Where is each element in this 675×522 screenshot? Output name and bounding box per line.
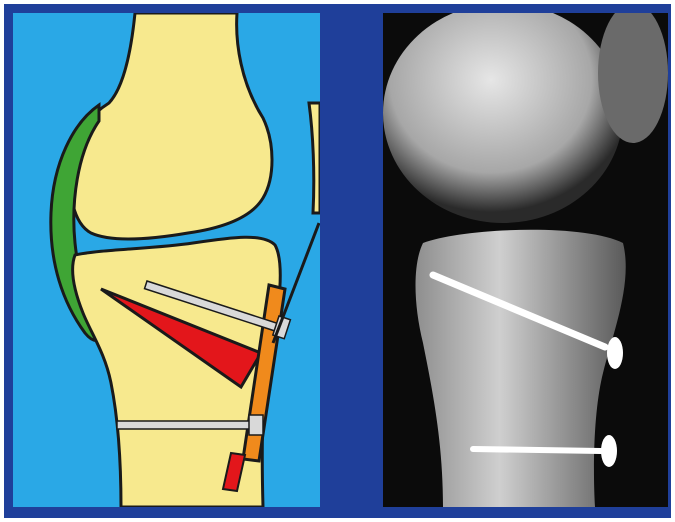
fibula-head (309, 103, 320, 213)
knee-xray-image (383, 13, 668, 507)
femur-bone (70, 13, 272, 239)
xray-femur (383, 13, 623, 223)
knee-schematic-illustration (13, 13, 320, 507)
xray-lower-screw (473, 449, 601, 451)
schematic-panel (13, 13, 320, 507)
xray-upper-screw-head (607, 337, 623, 369)
xray-lower-screw-head (601, 435, 617, 467)
xray-panel (383, 13, 668, 507)
